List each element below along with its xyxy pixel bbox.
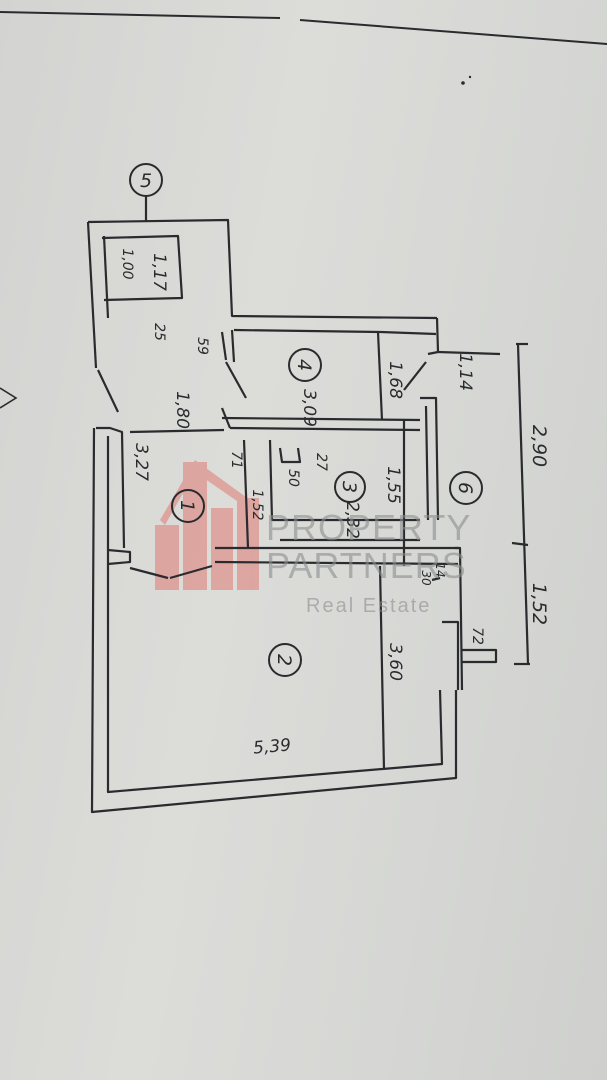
dim-59: 59 xyxy=(194,337,210,355)
dim-72: 72 xyxy=(469,627,485,645)
dimension-labels: 1,17 1,00 25 59 1,80 3,09 1,68 1,14 2,90… xyxy=(119,248,550,758)
dim-balcony-width: 1,14 xyxy=(455,353,475,391)
room-5-number: 5 xyxy=(140,170,152,192)
paper-specks xyxy=(0,75,472,409)
dim-room1-side: 1,52 xyxy=(249,489,265,520)
dim-top-width: 1,17 xyxy=(149,253,169,291)
dim-25: 25 xyxy=(151,323,167,341)
watermark-line-1: PROPERTY xyxy=(266,507,471,548)
dim-71: 71 xyxy=(228,451,244,469)
watermark xyxy=(155,460,259,590)
dim-30: 30 xyxy=(419,570,433,586)
dim-room4-width: 1,68 xyxy=(385,361,405,399)
dim-room2-len: 5,39 xyxy=(252,735,291,758)
room-2-number: 2 xyxy=(273,654,295,666)
room-3-number: 3 xyxy=(338,481,360,493)
room-numbers: 5 4 3 6 1 2 xyxy=(140,170,476,666)
dim-right-upper: 2,90 xyxy=(528,425,550,467)
dim-room3-width: 1,55 xyxy=(383,466,403,504)
dim-27: 27 xyxy=(313,453,329,471)
watermark-text: PROPERTY PARTNERS Real Estate xyxy=(266,507,471,617)
dim-50: 50 xyxy=(285,469,301,487)
dim-room1-len: 3,27 xyxy=(131,443,151,481)
plan-walls xyxy=(86,196,530,814)
dim-room3-len: 2,32 xyxy=(342,501,362,539)
dim-room4-len: 3,09 xyxy=(299,389,319,427)
watermark-line-2: PARTNERS xyxy=(266,545,467,586)
paper-header-lines xyxy=(0,11,607,45)
dim-corridor-len: 1,80 xyxy=(172,391,192,429)
room-1-number: 1 xyxy=(176,500,198,512)
watermark-logo-icon xyxy=(155,460,259,590)
dim-room2-width: 3,60 xyxy=(385,643,405,681)
watermark-tagline: Real Estate xyxy=(306,595,431,617)
room-circles xyxy=(129,163,483,677)
room-4-number: 4 xyxy=(293,359,315,371)
dim-14: 14 xyxy=(433,562,447,577)
dim-top-height: 1,00 xyxy=(119,248,135,279)
room-6-number: 6 xyxy=(454,482,476,494)
dim-right-lower: 1,52 xyxy=(528,583,550,625)
